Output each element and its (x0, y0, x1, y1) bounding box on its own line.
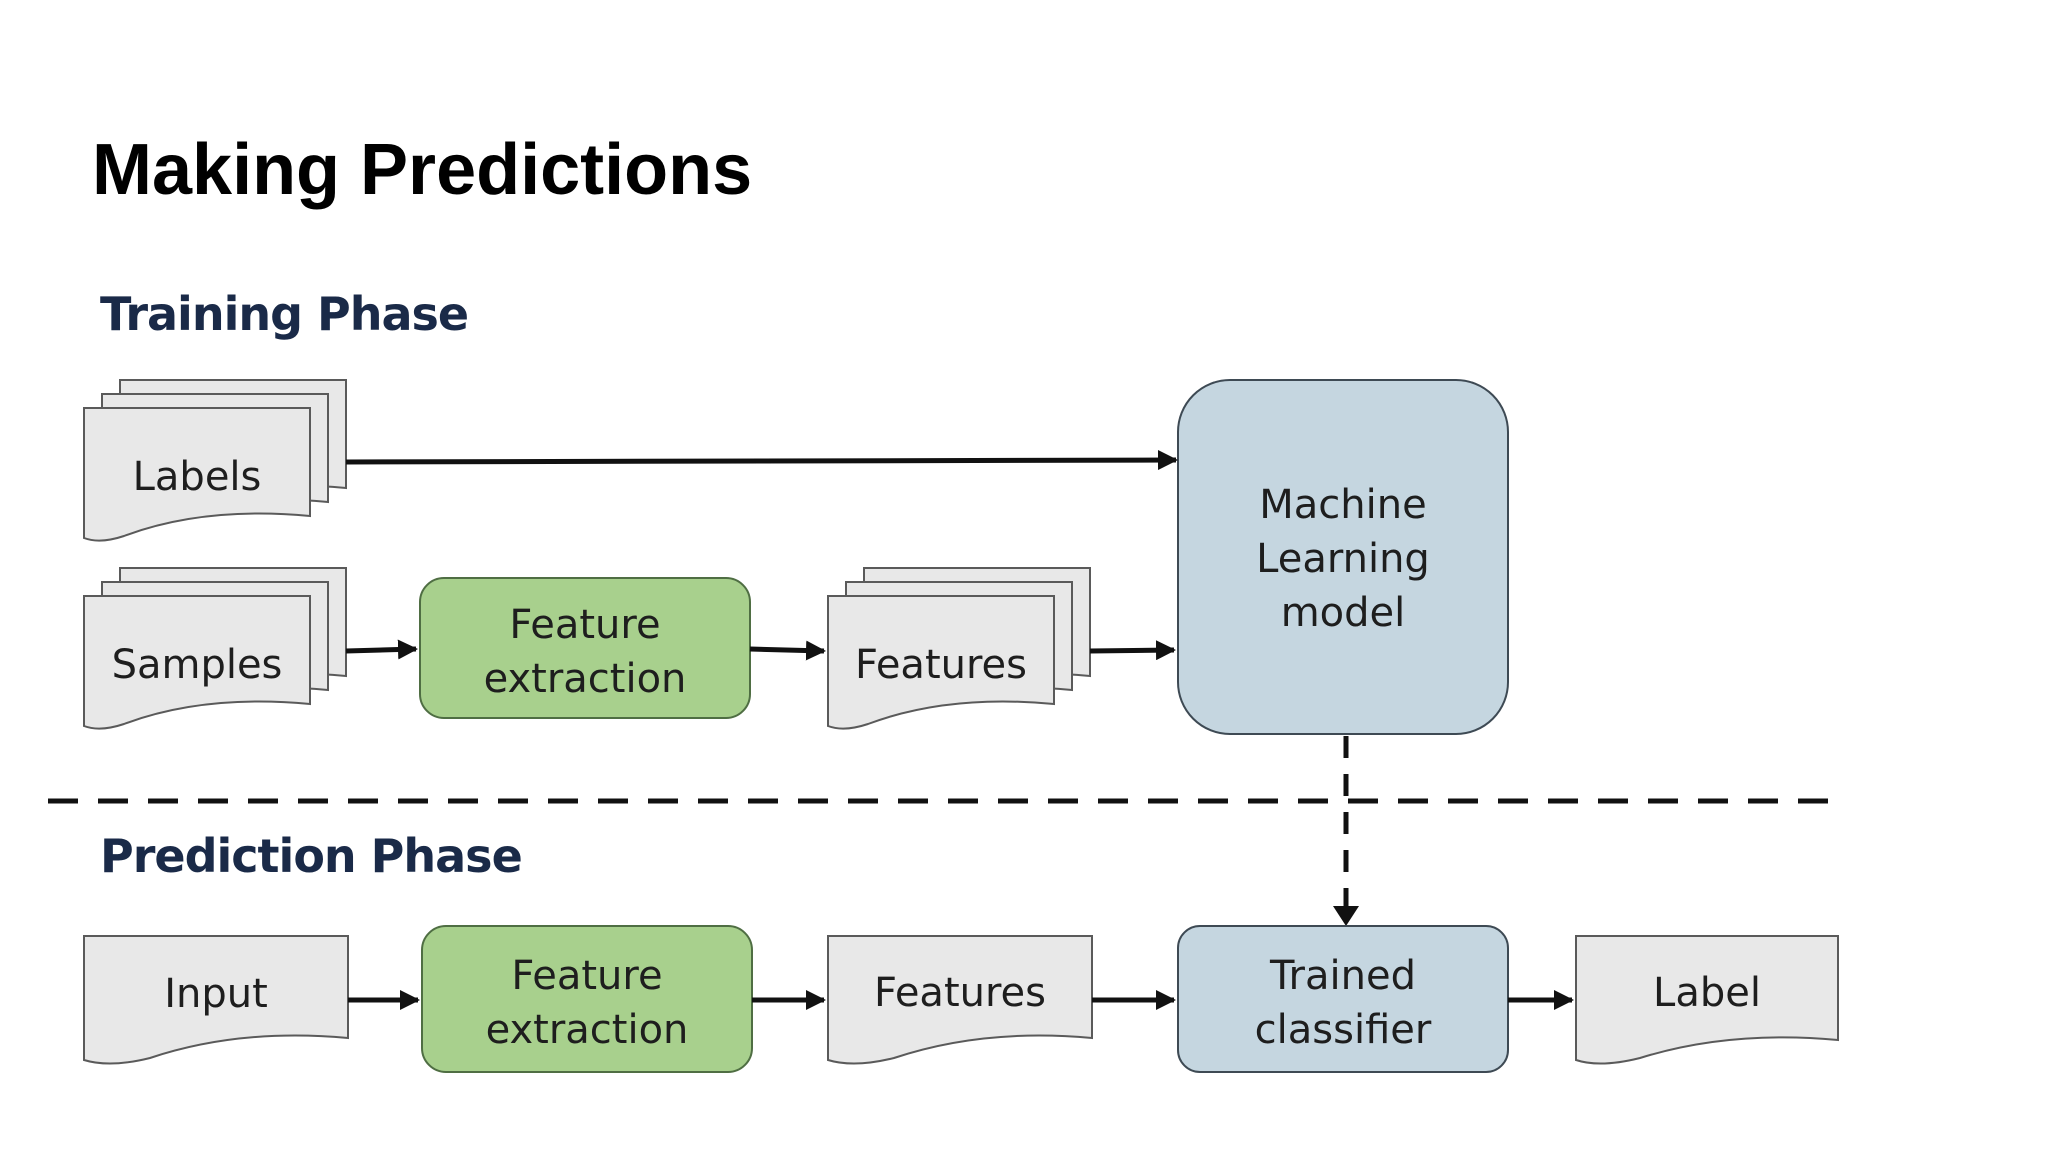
slide-title: Making Predictions (92, 130, 753, 210)
training-features-document-stack: Features (827, 567, 1091, 730)
ml-model-line1: Machine (1259, 482, 1426, 528)
prediction-features-document-label: Features (874, 970, 1046, 1016)
arrow-feature-extraction-to-features (749, 640, 826, 661)
prediction-features-document: Features (827, 935, 1093, 1065)
prediction-phase-label: Prediction Phase (100, 829, 522, 883)
label-output-document: Label (1575, 935, 1839, 1065)
prediction-feature-extraction-box: Feature extraction (421, 925, 753, 1073)
samples-document-stack: Samples (83, 567, 347, 730)
label-output-document-label: Label (1653, 970, 1761, 1016)
ml-model-line3: model (1281, 590, 1406, 636)
prediction-feature-extraction-line2: extraction (486, 1007, 689, 1053)
training-feature-extraction-line1: Feature (509, 602, 660, 648)
training-phase-label: Training Phase (100, 287, 468, 341)
arrow-samples-to-feature-extraction (345, 639, 418, 660)
arrow-model-to-classifier-head (1333, 906, 1359, 926)
trained-classifier-box: Trained classifier (1177, 925, 1509, 1073)
trained-classifier-line1: Trained (1269, 953, 1416, 999)
training-feature-extraction-line2: extraction (484, 656, 687, 702)
arrow-labels-to-model (345, 450, 1178, 471)
labels-document-stack: Labels (83, 379, 347, 542)
trained-classifier-line2: classifier (1255, 1007, 1432, 1053)
prediction-feature-extraction-line1: Feature (511, 953, 662, 999)
input-document: Input (83, 935, 349, 1065)
training-features-document-label: Features (855, 642, 1027, 688)
samples-document-label: Samples (112, 642, 283, 688)
labels-document-label: Labels (133, 454, 262, 500)
training-feature-extraction-box: Feature extraction (419, 577, 751, 719)
ml-model-box: Machine Learning model (1177, 379, 1509, 735)
input-document-label: Input (164, 971, 268, 1017)
arrow-features-to-model (1089, 640, 1176, 661)
ml-model-line2: Learning (1256, 536, 1430, 582)
